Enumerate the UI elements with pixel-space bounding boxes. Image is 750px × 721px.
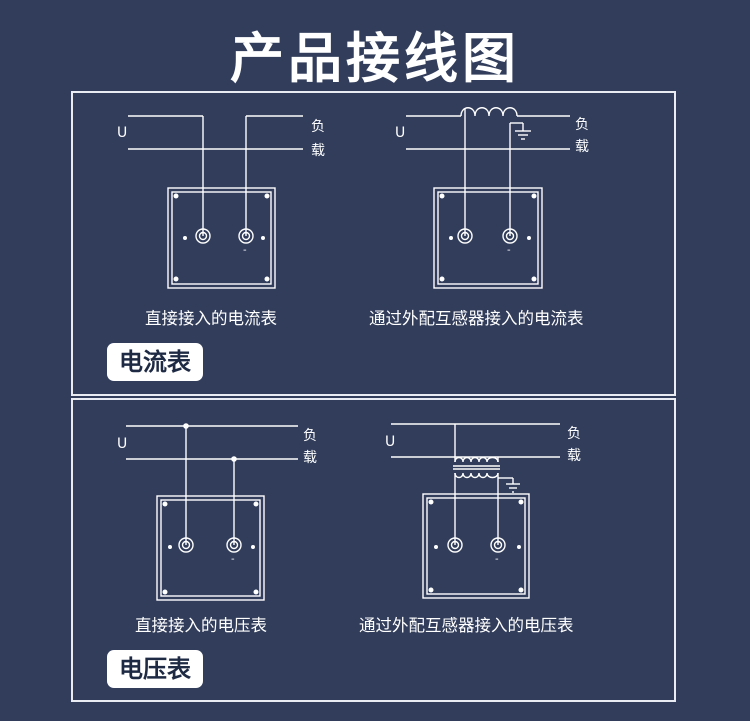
load-label-1: 负	[567, 426, 581, 442]
meter-case-outer	[167, 187, 276, 289]
ammeter-panel: U 负 载 - U 负 载 - 直接接入的电流表 通过外配互感器接入的电流表 电…	[71, 91, 676, 396]
supply-label: U	[117, 125, 127, 141]
load-label-1: 负	[303, 428, 317, 444]
load-label-1: 负	[575, 117, 589, 133]
load-label-2: 载	[303, 450, 317, 466]
voltmeter-panel: U 负 载 - U 负 载 - 直接接入的电压表 通过外配互感器接入的电压表 电…	[71, 398, 676, 702]
supply-label: U	[395, 125, 405, 141]
terminal-positive	[457, 228, 473, 244]
meter-case-inner	[171, 191, 272, 285]
diagram-caption: 直接接入的电压表	[135, 616, 267, 635]
page-title: 产品接线图	[230, 27, 520, 90]
terminal-negative	[490, 537, 506, 553]
transformer-secondary	[454, 472, 499, 479]
supply-label: U	[385, 434, 395, 450]
junction-dot	[231, 456, 237, 462]
meter-case-outer	[422, 493, 530, 599]
terminal-sign: -	[507, 245, 511, 256]
diagram-caption: 通过外配互感器接入的电流表	[369, 309, 584, 328]
terminal-positive	[195, 228, 211, 244]
ammeter-wiring-diagrams: U 负 载 - U 负 载 -	[117, 107, 589, 289]
terminal-sign: -	[231, 554, 235, 565]
meter-case-inner	[160, 499, 261, 597]
transformer-primary	[454, 456, 499, 463]
terminal-positive	[178, 537, 194, 553]
terminal-negative	[238, 228, 254, 244]
terminal-negative	[226, 537, 242, 553]
load-label-1: 负	[311, 119, 325, 135]
meter-case-outer	[433, 187, 543, 289]
junction-dot	[183, 423, 189, 429]
terminal-sign: -	[495, 554, 499, 565]
ammeter-badge: 电流表	[107, 343, 203, 381]
diagram-caption: 通过外配互感器接入的电压表	[359, 616, 574, 635]
load-label-2: 载	[311, 143, 325, 159]
diagram-caption: 直接接入的电流表	[145, 309, 277, 328]
terminal-negative	[502, 228, 518, 244]
terminal-sign: -	[243, 245, 247, 256]
supply-label: U	[117, 436, 127, 452]
terminal-positive	[447, 537, 463, 553]
load-label-2: 载	[575, 139, 589, 155]
voltmeter-wiring-diagrams: U 负 载 - U 负 载 -	[117, 423, 581, 601]
meter-case-inner	[426, 497, 526, 595]
transformer-coil	[460, 107, 518, 117]
meter-case-inner	[437, 191, 539, 285]
meter-case-outer	[156, 495, 265, 601]
load-label-2: 载	[567, 448, 581, 464]
voltmeter-badge: 电压表	[107, 650, 203, 688]
